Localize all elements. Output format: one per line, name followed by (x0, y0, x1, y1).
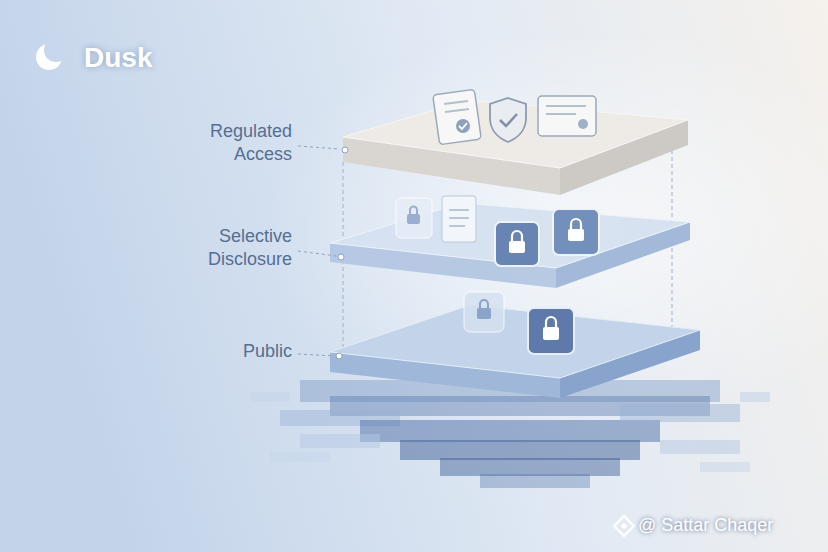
compliance-icon (433, 89, 596, 144)
layer-label: Regulated Access (172, 120, 292, 167)
leader-dot (336, 147, 348, 359)
lock-tile (464, 292, 574, 354)
layer-label: Selective Disclosure (172, 225, 292, 272)
watermark-logo (614, 516, 634, 536)
selective-disclosure-layer (330, 203, 690, 288)
public-layer (330, 305, 700, 398)
watermark: @ Sattar Chaqer (638, 514, 820, 537)
regulated-access-layer (343, 100, 688, 195)
logo-wordmark: Dusk (84, 40, 152, 76)
leader-line (298, 146, 340, 356)
pixel-base (250, 380, 770, 488)
logo-moon (36, 44, 62, 70)
layer-label: Public (172, 340, 292, 363)
lock-tile (396, 196, 599, 266)
